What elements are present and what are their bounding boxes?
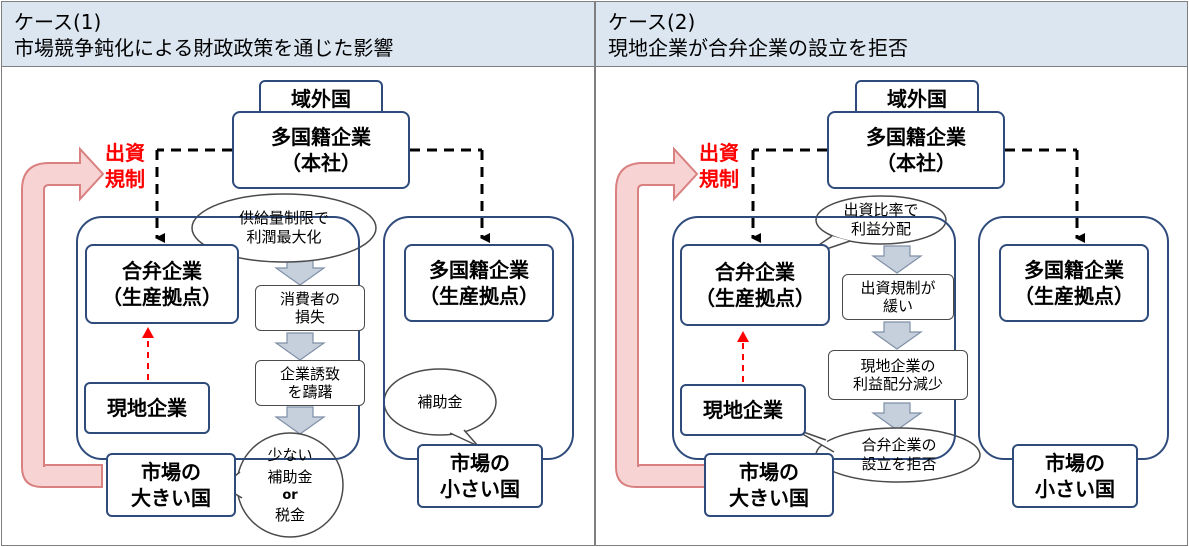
case1-step-hesitate: 企業誘致 を躊躇 — [255, 360, 365, 406]
case1-bubble-profit-line2: 利潤最大化 — [246, 228, 322, 246]
case1-large-country-line1: 市場の — [141, 460, 201, 484]
case1-outside-country-label: 域外国 — [291, 87, 351, 111]
case2-mnc-hq-name: 多国籍企業 — [866, 125, 966, 149]
case1-joint-venture-role: （生産拠点） — [102, 285, 222, 309]
case1-local-firm-label: 現地企業 — [107, 396, 187, 420]
case2-small-country: 市場の 小さい国 — [1012, 444, 1138, 508]
case2-large-country-line2: 大きい国 — [729, 486, 809, 510]
case1-step-consumer-loss-line1: 消費者の — [279, 290, 340, 308]
case1-small-country: 市場の 小さい国 — [417, 444, 543, 508]
case1-bubble-subsidy-text: 補助金 — [396, 388, 484, 416]
case1-regulation-line2: 規制 — [105, 167, 145, 191]
case2-hq-dashed-links — [751, 148, 1085, 243]
case2-large-country: 市場の 大きい国 — [704, 453, 834, 517]
case1-bubble-profit-line1: 供給量制限で — [238, 209, 329, 227]
case2-step-profit-decrease-line2: 利益配分減少 — [852, 375, 943, 393]
case2-step-loose-regulation-line1: 出資規制が — [860, 279, 936, 297]
case1-header-title: ケース(1) — [14, 10, 102, 34]
case1-regulation-label: 出資 規制 — [105, 140, 145, 192]
case2-panel — [595, 67, 1188, 546]
case2-bubble-refuse-text: 合弁企業の 設立を拒否 — [826, 433, 972, 477]
case2-step-arrows — [871, 245, 923, 431]
case2-regulation-label: 出資 規制 — [699, 140, 739, 192]
case1-small-country-line2: 小さい国 — [440, 477, 520, 501]
case2-local-to-jv-arrow — [737, 331, 749, 382]
case1-hq-dashed-links — [155, 148, 490, 243]
case1-large-country-line2: 大きい国 — [131, 486, 211, 510]
case1-bubble-tax-line2: 補助金 — [267, 468, 313, 486]
case1-regulation-line1: 出資 — [105, 141, 145, 165]
case2-joint-venture: 合弁企業 （生産拠点） — [680, 244, 830, 326]
case2-bubble-profit-line2: 利益分配 — [850, 220, 911, 238]
case2-header-subtitle: 現地企業が合弁企業の設立を拒否 — [608, 36, 908, 60]
case2-mnc-hq: 多国籍企業 （本社） — [827, 111, 1005, 189]
case2-regulation-line1: 出資 — [699, 141, 739, 165]
case1-joint-venture: 合弁企業 （生産拠点） — [85, 244, 239, 324]
case1-bubble-tax-line1: 少ない — [267, 446, 313, 464]
case1-step-consumer-loss-line2: 損失 — [294, 308, 325, 326]
case2-bubble-refuse-line2: 設立を拒否 — [861, 455, 937, 473]
case1-mnc-base-role: （生産拠点） — [419, 284, 539, 308]
case1-bubble-tax-text: 少ない 補助金 or 税金 — [244, 438, 336, 532]
case2-small-country-line2: 小さい国 — [1035, 477, 1115, 501]
case1-mnc-base: 多国籍企業 （生産拠点） — [404, 244, 554, 322]
case1-step-arrows — [274, 257, 326, 435]
case2-mnc-base-name: 多国籍企業 — [1024, 258, 1124, 282]
case1-regulation-arrow — [21, 146, 105, 488]
case1-step-hesitate-line1: 企業誘致 — [279, 365, 340, 383]
case2-bubble-profit-text: 出資比率で 利益分配 — [821, 200, 941, 240]
case1-header: ケース(1) 市場競争鈍化による財政政策を通じた影響 — [1, 1, 595, 67]
case2-regulation-line2: 規制 — [699, 167, 739, 191]
case2-header-title: ケース(2) — [608, 10, 696, 34]
case1-mnc-base-name: 多国籍企業 — [429, 258, 529, 282]
case1-bubble-subsidy-label: 補助金 — [417, 392, 463, 411]
case1-bubble-profit-text: 供給量制限で 利潤最大化 — [200, 204, 368, 252]
case2-local-firm: 現地企業 — [680, 384, 806, 436]
case2-step-loose-regulation: 出資規制が 緩い — [842, 274, 954, 320]
case2-step-profit-decrease: 現地企業の 利益配分減少 — [828, 350, 968, 400]
case1-mnc-hq-role: （本社） — [281, 151, 361, 175]
case2-joint-venture-role: （生産拠点） — [695, 286, 815, 310]
case1-mnc-hq: 多国籍企業 （本社） — [232, 111, 410, 189]
case1-mnc-hq-name: 多国籍企業 — [271, 125, 371, 149]
case1-local-to-jv-arrow — [142, 327, 154, 380]
case2-joint-venture-name: 合弁企業 — [715, 260, 795, 284]
case2-bubble-refuse-line1: 合弁企業の — [861, 436, 937, 454]
case2-outside-country-label: 域外国 — [887, 87, 947, 111]
case2-bubble-profit-line1: 出資比率で — [843, 201, 919, 219]
case1-panel — [1, 67, 595, 546]
case2-local-firm-label: 現地企業 — [703, 398, 783, 422]
case1-bubble-tax-line3: or — [282, 488, 298, 503]
case1-large-country: 市場の 大きい国 — [106, 453, 236, 517]
case2-mnc-base-role: （生産拠点） — [1014, 284, 1134, 308]
case2-mnc-base: 多国籍企業 （生産拠点） — [999, 244, 1149, 322]
case2-large-country-line1: 市場の — [739, 460, 799, 484]
case1-local-firm: 現地企業 — [84, 382, 210, 434]
case1-bubble-tax-line4: 税金 — [274, 506, 305, 524]
case1-header-subtitle: 市場競争鈍化による財政政策を通じた影響 — [14, 36, 394, 60]
case2-step-profit-decrease-line1: 現地企業の — [860, 357, 936, 375]
case1-small-country-line1: 市場の — [450, 451, 510, 475]
case2-small-country-line1: 市場の — [1045, 451, 1105, 475]
case1-step-consumer-loss: 消費者の 損失 — [255, 285, 365, 331]
case1-joint-venture-name: 合弁企業 — [122, 259, 202, 283]
case2-regulation-arrow — [615, 146, 707, 488]
case2-mnc-hq-role: （本社） — [876, 151, 956, 175]
case2-step-loose-regulation-line2: 緩い — [882, 297, 913, 315]
case1-step-hesitate-line2: を躊躇 — [287, 383, 333, 401]
case2-header: ケース(2) 現地企業が合弁企業の設立を拒否 — [595, 1, 1188, 67]
